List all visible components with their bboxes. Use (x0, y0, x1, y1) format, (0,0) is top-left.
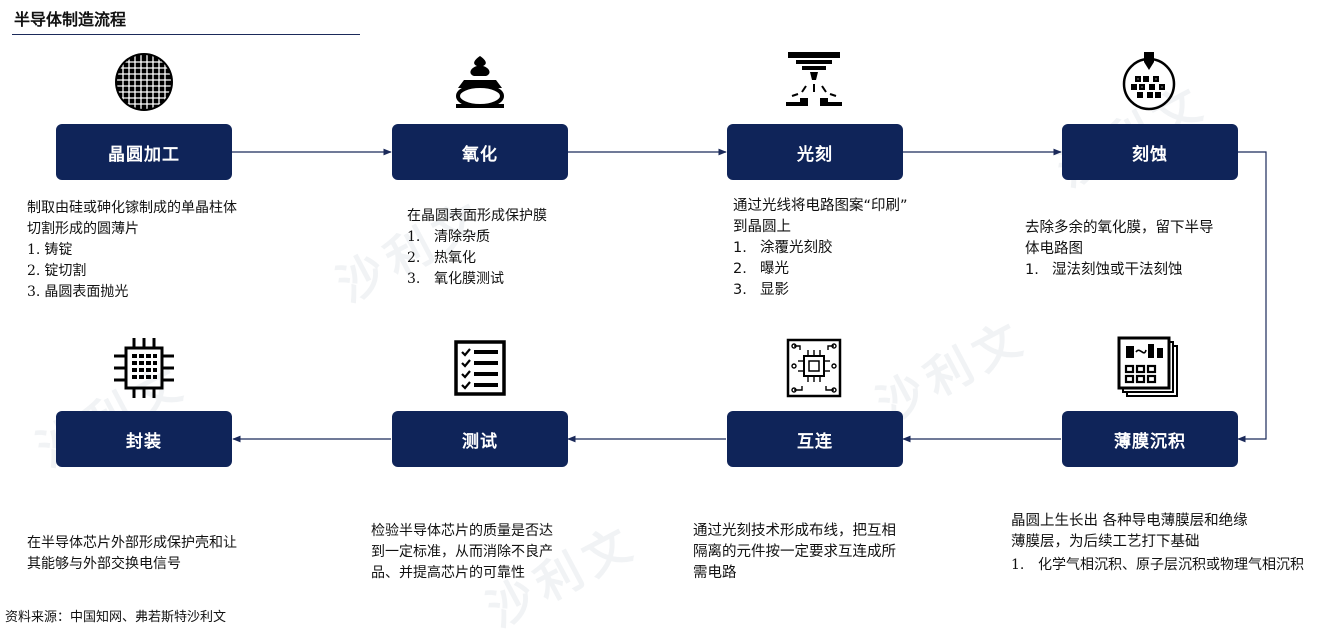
wafer-icon (108, 50, 180, 114)
step-item: 2.锭切割 (27, 263, 87, 279)
description-line: 品、并提高芯片的可靠性 (371, 565, 525, 581)
stage-description-etching: 去除多余的氧化膜，留下半导 体电路图 1.湿法刻蚀或干法刻蚀 (1025, 218, 1305, 281)
step-item: 2.曝光 (733, 261, 789, 277)
description-line: 晶圆上生长出 各种导电薄膜层和绝缘 (1011, 513, 1248, 529)
etching-icon (1113, 48, 1185, 112)
step-item: 3.晶圆表面抛光 (27, 284, 129, 300)
description-line: 检验半导体芯片的质量是否达 (371, 523, 553, 539)
stage-description-packaging: 在半导体芯片外部形成保护壳和让 其能够与外部交换电信号 (27, 533, 327, 575)
description-line: 薄膜层，为后续工艺打下基础 (1011, 534, 1200, 550)
stage-lithography: 光刻 (727, 124, 903, 180)
stage-packaging: 封装 (56, 411, 232, 467)
stage-description-interconnect: 通过光刻技术形成布线，把互相 隔离的元件按一定要求互连成所 需电路 (693, 521, 993, 584)
chip-icon (108, 336, 180, 400)
stage-wafer-processing: 晶圆加工 (56, 124, 232, 180)
stage-oxidation: 氧化 (392, 124, 568, 180)
stage-description-deposition: 晶圆上生长出 各种导电薄膜层和绝缘 薄膜层，为后续工艺打下基础 1.化学气相沉积… (1011, 511, 1311, 575)
stage-label: 氧化 (462, 144, 498, 165)
description-line: 通过光线将电路图案“印刷” (733, 198, 908, 214)
furnace-icon (444, 50, 516, 114)
description-line: 在晶圆表面形成保护膜 (407, 208, 547, 224)
stage-thin-film-deposition: 薄膜沉积 (1062, 411, 1238, 467)
stage-description-lithography: 通过光线将电路图案“印刷” 到晶圆上 1.涂覆光刻胶 2.曝光 3.显影 (733, 196, 1023, 301)
stage-label: 光刻 (797, 144, 833, 165)
page-title: 半导体制造流程 (14, 10, 127, 29)
stage-description-oxidation: 在晶圆表面形成保护膜 1.清除杂质 2.热氧化 3.氧化膜测试 (407, 206, 697, 290)
thin-film-icon (1113, 336, 1185, 400)
step-item: 1.湿法刻蚀或干法刻蚀 (1025, 262, 1183, 278)
description-line: 制取由硅或砷化镓制成的单晶柱体 (27, 200, 237, 216)
step-item: 2.热氧化 (407, 250, 476, 266)
step-item: 1.清除杂质 (407, 229, 490, 245)
description-line: 去除多余的氧化膜，留下半导 (1025, 220, 1214, 236)
step-item: 1.化学气相沉积、原子层沉积或物理气相沉积 (1011, 557, 1304, 573)
stage-description-testing: 检验半导体芯片的质量是否达 到一定标准，从而消除不良产 品、并提高芯片的可靠性 (371, 521, 671, 584)
description-line: 在半导体芯片外部形成保护壳和让 (27, 535, 237, 551)
description-line: 体电路图 (1025, 241, 1083, 257)
description-line: 到晶圆上 (733, 219, 791, 235)
description-line: 切割形成的圆薄片 (27, 221, 139, 237)
stage-label: 测试 (462, 431, 498, 452)
step-item: 1.铸锭 (27, 242, 73, 258)
stage-label: 晶圆加工 (108, 144, 180, 165)
title-underline (12, 34, 360, 35)
stage-testing: 测试 (392, 411, 568, 467)
step-item: 3.氧化膜测试 (407, 271, 504, 287)
step-item: 1.涂覆光刻胶 (733, 240, 833, 256)
step-item: 3.显影 (733, 282, 789, 298)
arrow-etching-to-deposition (1237, 151, 1267, 443)
stage-label: 互连 (797, 431, 833, 452)
checklist-icon (444, 336, 516, 400)
stage-interconnect: 互连 (727, 411, 903, 467)
stage-etching: 刻蚀 (1062, 124, 1238, 180)
description-line: 其能够与外部交换电信号 (27, 556, 181, 572)
description-line: 通过光刻技术形成布线，把互相 (693, 523, 896, 539)
description-line: 隔离的元件按一定要求互连成所 (693, 544, 896, 560)
stage-label: 封装 (126, 431, 162, 452)
description-line: 到一定标准，从而消除不良产 (371, 544, 553, 560)
source-note: 资料来源：中国知网、弗若斯特沙利文 (5, 610, 227, 625)
lithography-light-icon (778, 48, 850, 112)
description-line: 需电路 (693, 565, 737, 581)
stage-label: 刻蚀 (1132, 144, 1168, 165)
stage-description-wafer: 制取由硅或砷化镓制成的单晶柱体 切割形成的圆薄片 1.铸锭 2.锭切割 3.晶圆… (27, 198, 327, 303)
stage-label: 薄膜沉积 (1114, 431, 1186, 452)
circuit-board-icon (778, 336, 850, 400)
